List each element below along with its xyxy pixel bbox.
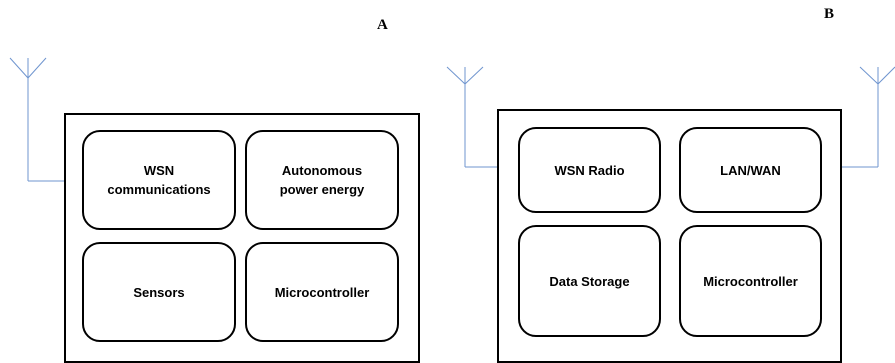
- panel-letter-b: B: [824, 6, 835, 22]
- module-microcontroller-b: Microcontroller: [679, 225, 822, 337]
- panel-letter-a: A: [377, 17, 388, 33]
- module-lan-wan: LAN/WAN: [679, 127, 822, 213]
- module-sensors: Sensors: [82, 242, 236, 342]
- module-microcontroller-a: Microcontroller: [245, 242, 399, 342]
- module-autonomous-power: Autonomous power energy: [245, 130, 399, 230]
- module-wsn-radio: WSN Radio: [518, 127, 661, 213]
- module-wsn-communications: WSN communications: [82, 130, 236, 230]
- module-data-storage: Data Storage: [518, 225, 661, 337]
